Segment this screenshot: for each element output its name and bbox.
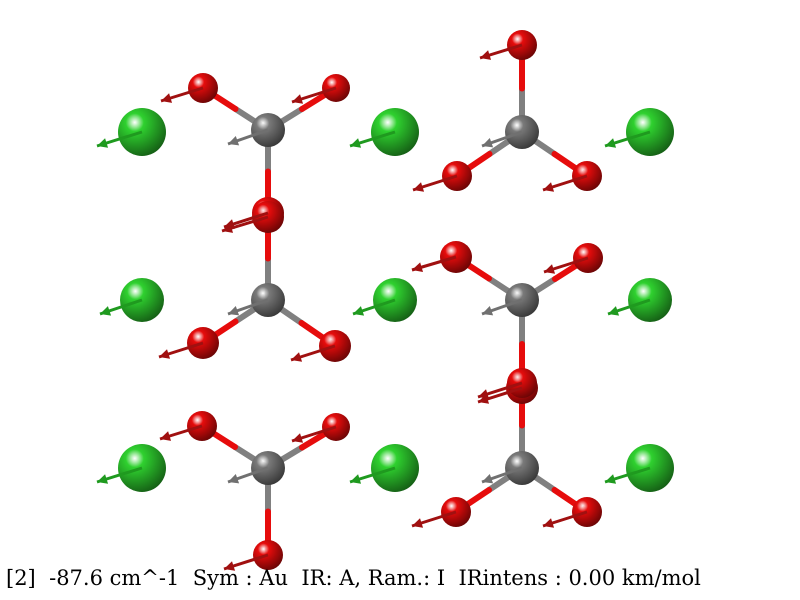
arrow-head-3 (100, 306, 112, 316)
arrow-head-20 (291, 352, 303, 362)
displacement-arrow-7 (349, 466, 396, 484)
displacement-arrow-2 (604, 130, 651, 148)
displacement-arrow-0 (96, 130, 143, 148)
vibration-mode-caption: [2] -87.6 cm^-1 Sym : Au IR: A, Ram.: I … (6, 566, 701, 590)
displacement-arrow-23 (543, 256, 589, 274)
displacement-arrow-27 (291, 425, 337, 443)
arrow-head-8 (605, 474, 617, 484)
arrow-head-19 (159, 349, 171, 359)
arrow-head-0 (97, 138, 109, 148)
displacement-arrow-30 (477, 381, 523, 399)
arrow-head-6 (97, 474, 109, 484)
arrow-head-9 (228, 135, 240, 146)
arrow-head-29 (482, 473, 494, 484)
displacement-arrow-9 (227, 128, 269, 146)
arrow-head-21 (482, 305, 494, 316)
arrow-head-30 (478, 389, 490, 399)
arrow-head-28 (224, 561, 236, 571)
arrow-head-14 (480, 50, 492, 60)
displacement-arrow-19 (158, 341, 204, 359)
arrow-head-23 (544, 264, 556, 274)
arrow-head-25 (228, 473, 240, 484)
displacement-arrow-5 (607, 298, 651, 316)
displacement-arrow-4 (352, 298, 396, 316)
arrow-head-16 (543, 182, 555, 192)
arrow-head-1 (350, 138, 362, 148)
displacement-arrow-15 (412, 174, 458, 192)
displacement-arrow-29 (481, 466, 523, 484)
arrow-head-10 (161, 93, 173, 103)
displacement-arrow-1 (349, 130, 396, 148)
arrow-head-32 (543, 518, 555, 528)
displacement-arrow-18 (221, 215, 269, 233)
displacement-arrows-layer (96, 43, 651, 571)
arrow-head-2 (605, 138, 617, 148)
arrow-head-13 (482, 137, 494, 148)
arrow-head-26 (160, 431, 172, 441)
displacement-arrow-16 (542, 174, 588, 192)
displacement-arrow-25 (227, 466, 269, 484)
arrow-head-5 (608, 306, 620, 316)
arrow-head-7 (350, 474, 362, 484)
displacement-arrow-3 (99, 298, 143, 316)
arrow-head-27 (292, 433, 304, 443)
arrow-head-31 (412, 518, 424, 528)
displacement-arrow-26 (159, 424, 203, 441)
arrow-head-11 (292, 94, 304, 104)
displacement-arrow-31 (411, 510, 457, 528)
displacement-arrow-10 (160, 86, 204, 103)
arrow-head-18 (222, 223, 234, 233)
atoms-layer (118, 30, 674, 570)
displacement-arrow-11 (291, 86, 337, 104)
displacement-arrow-28 (223, 553, 269, 571)
arrow-head-4 (353, 306, 365, 316)
displacement-arrow-14 (479, 43, 523, 60)
displacement-arrow-8 (604, 466, 651, 484)
displacement-arrow-32 (542, 510, 588, 528)
displacement-arrow-21 (481, 298, 523, 316)
arrow-head-22 (412, 262, 424, 272)
displacement-arrow-17 (227, 298, 269, 316)
oxygen-atom-22[interactable] (440, 241, 472, 273)
arrow-head-17 (228, 305, 240, 316)
displacement-arrow-22 (411, 255, 457, 272)
displacement-arrow-20 (290, 344, 336, 362)
arrow-head-15 (413, 182, 425, 192)
displacement-arrow-6 (96, 466, 143, 484)
displacement-arrow-13 (481, 130, 523, 148)
